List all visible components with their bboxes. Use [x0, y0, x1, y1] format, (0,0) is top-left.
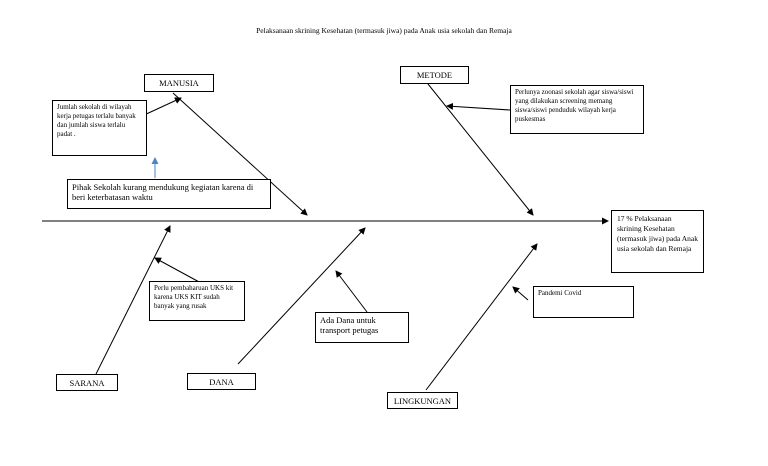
bone-sarana: [95, 225, 171, 375]
cause-metode-1: Perlunya zoonasi sekolah agar siswa/sisw…: [510, 85, 644, 134]
cause-manusia-1: Jumlah sekolah di wilayah kerja petugas …: [52, 100, 147, 156]
arrow-manusia-1: [141, 97, 182, 117]
cause-dana-1: Ada Dana untuk transport petugas: [315, 312, 409, 343]
effect-box: 17 % Pelaksanaan skrining Kesehatan (ter…: [611, 210, 704, 273]
arrow-metode-1: [446, 102, 511, 111]
cause-sarana-1: Perlu pembaharuan UKS kit karena UKS KIT…: [149, 281, 245, 321]
category-manusia: MANUSIA: [144, 74, 214, 92]
category-lingkungan: LINGKUNGAN: [387, 392, 458, 409]
cause-lingkungan-1: Pandemi Covid: [533, 286, 634, 318]
bone-manusia: [172, 92, 308, 216]
arrow-dana-1: [335, 270, 368, 313]
diagram-title: Pelaksanaan skrining Kesehatan (termasuk…: [256, 26, 512, 35]
bone-lingkungan: [425, 243, 538, 391]
arrow-sarana-1: [154, 257, 202, 284]
category-metode: METODE: [400, 66, 469, 84]
bone-metode: [427, 83, 534, 216]
category-sarana: SARANA: [56, 374, 118, 391]
bone-dana: [237, 227, 366, 365]
category-dana: DANA: [187, 373, 256, 390]
arrow-lingkungan-1: [512, 286, 529, 301]
cause-manusia-2: Pihak Sekolah kurang mendukung kegiatan …: [67, 179, 271, 209]
